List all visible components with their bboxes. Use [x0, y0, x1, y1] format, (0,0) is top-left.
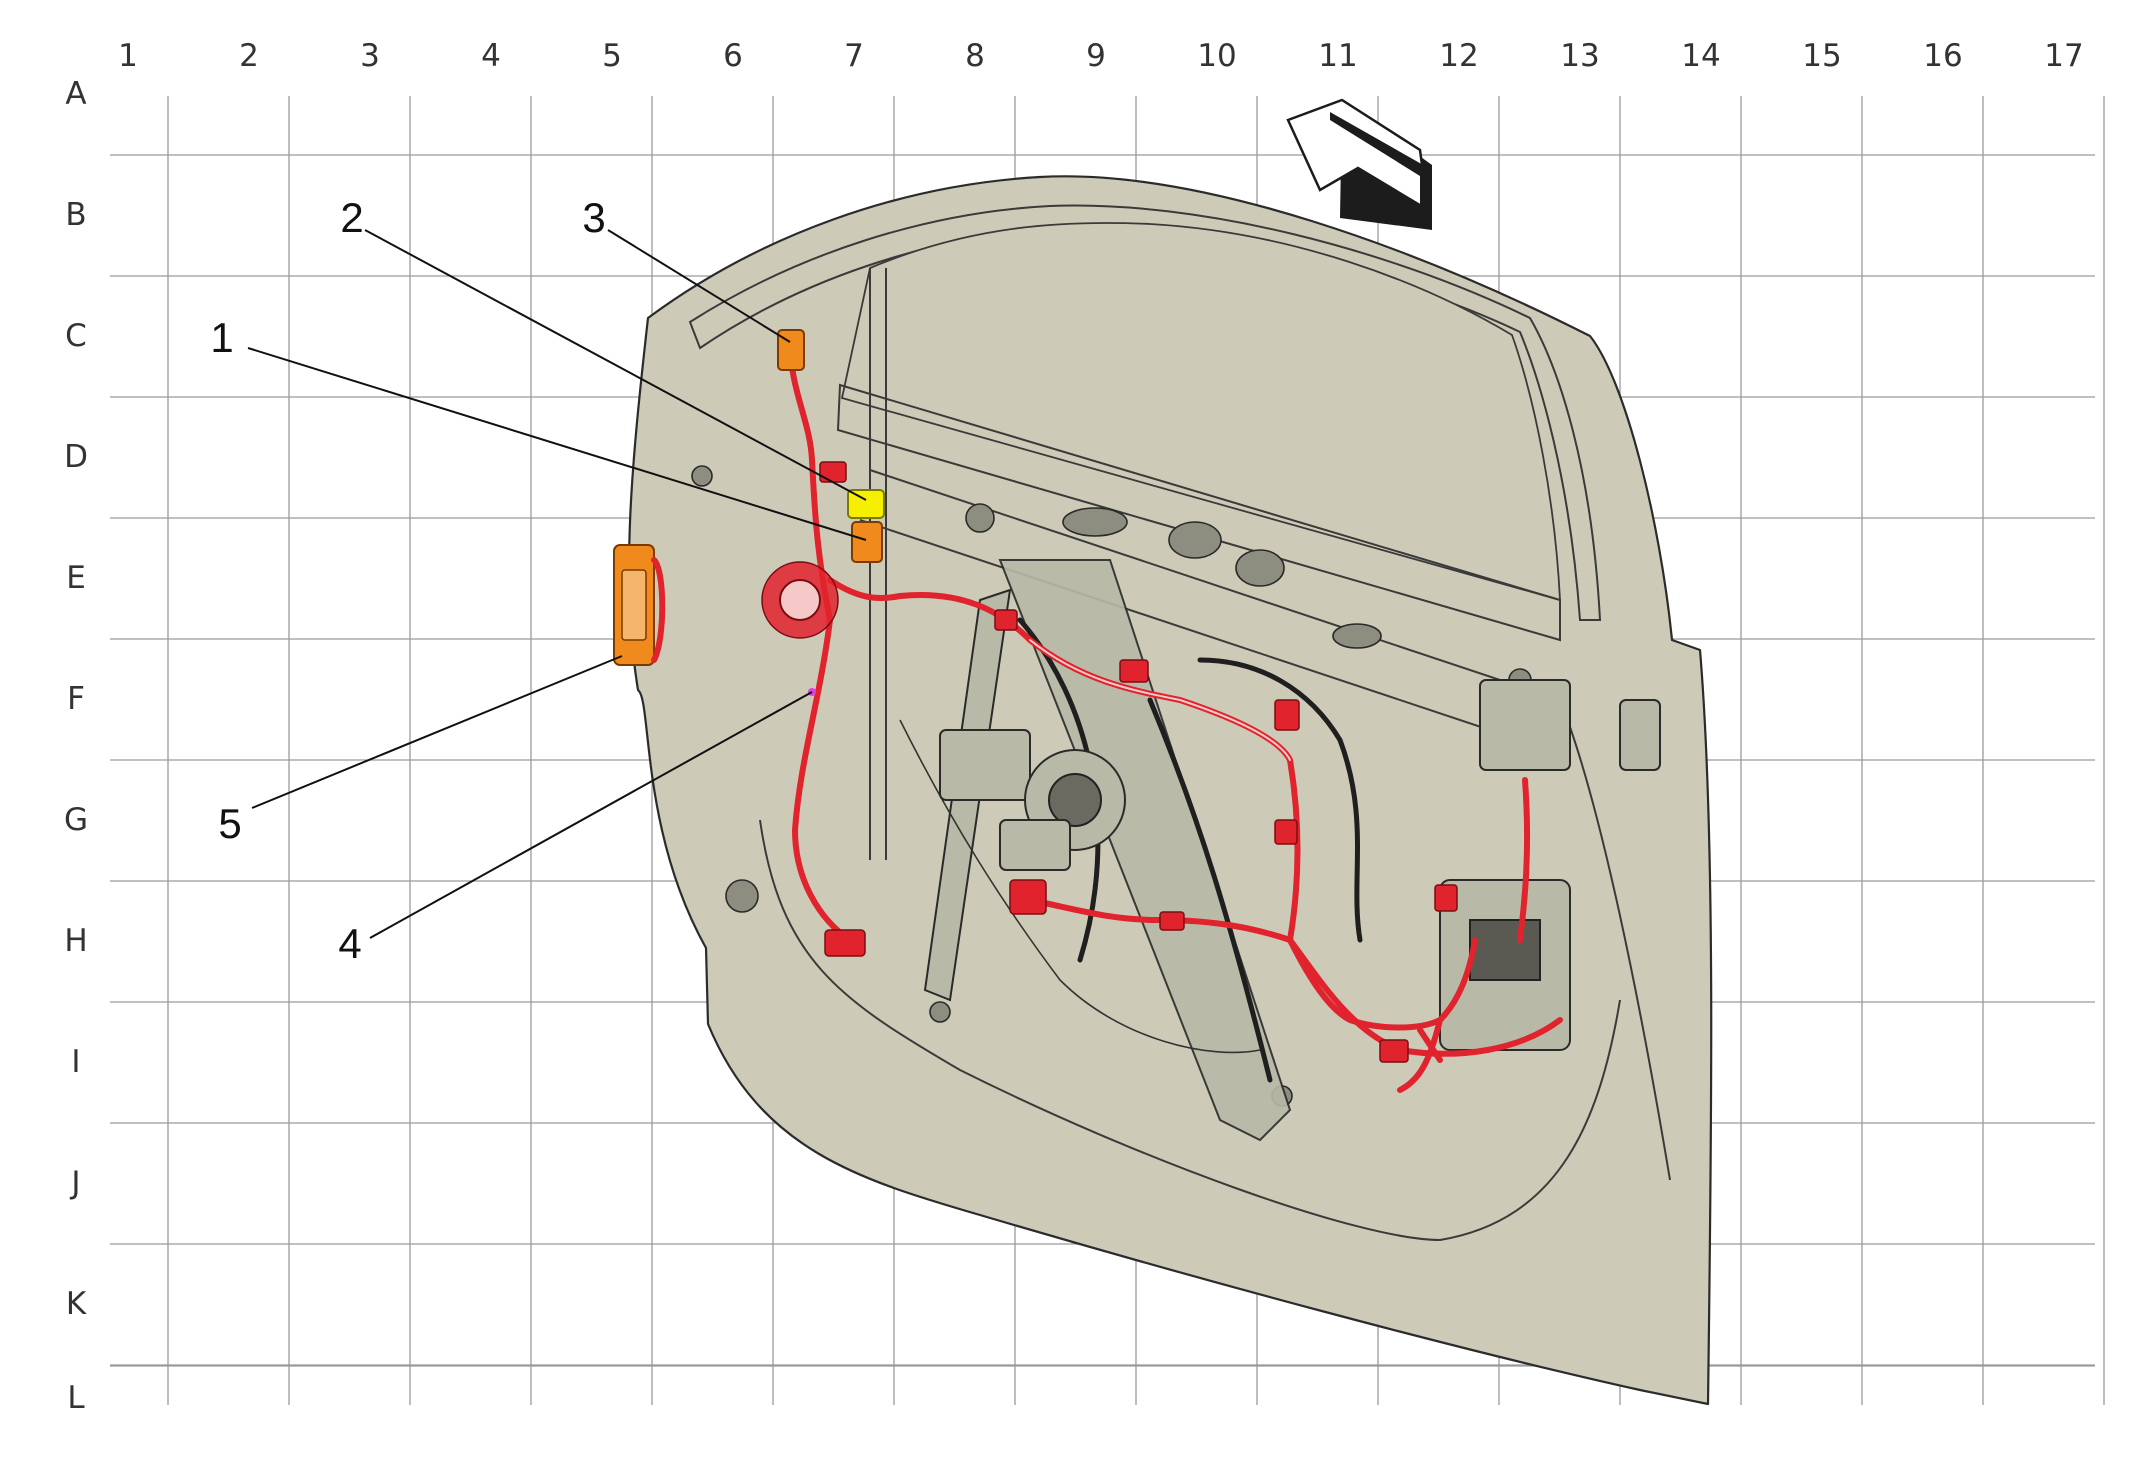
component-5-module: [613, 544, 666, 666]
row-labels: A B C D E F G H I J K L: [64, 76, 88, 1416]
row-label: G: [64, 802, 88, 838]
column-label: 11: [1318, 38, 1357, 74]
row-label: K: [66, 1286, 87, 1322]
callout-5: 5: [218, 800, 241, 847]
window-motor: [939, 729, 1126, 871]
row-label: E: [66, 560, 86, 596]
column-label: 13: [1560, 38, 1599, 74]
column-label: 3: [360, 38, 380, 74]
wiring-harness: [761, 337, 1563, 1093]
column-label: 16: [1923, 38, 1962, 74]
column-label: 15: [1802, 38, 1841, 74]
row-label: I: [71, 1044, 80, 1080]
column-label: 17: [2044, 38, 2083, 74]
column-label: 12: [1439, 38, 1478, 74]
component-2-connector: [847, 489, 885, 519]
column-label: 5: [602, 38, 622, 74]
row-label: H: [64, 923, 87, 959]
callout-2: 2: [340, 194, 363, 241]
column-label: 6: [723, 38, 743, 74]
row-label: J: [69, 1165, 80, 1201]
row-label: L: [67, 1380, 85, 1416]
door-latch-module: [1439, 679, 1661, 1051]
row-label: A: [65, 76, 86, 112]
column-label: 1: [118, 38, 138, 74]
row-label: C: [65, 318, 87, 354]
column-label: 7: [844, 38, 864, 74]
column-label: 14: [1681, 38, 1720, 74]
row-label: D: [64, 439, 88, 475]
callout-3: 3: [582, 194, 605, 241]
row-label: B: [65, 197, 86, 233]
callout-leaders: [247, 229, 867, 939]
column-label: 9: [1086, 38, 1106, 74]
column-label: 4: [481, 38, 501, 74]
column-label: 8: [965, 38, 985, 74]
callout-numbers: 1 2 3 4 5: [210, 194, 605, 967]
forward-direction-arrow-icon: [1286, 98, 1432, 230]
row-label: F: [67, 681, 85, 717]
component-3-connector: [777, 329, 805, 371]
column-label: 10: [1197, 38, 1236, 74]
column-label: 2: [239, 38, 259, 74]
component-1-connector: [851, 521, 883, 563]
callout-4: 4: [338, 920, 361, 967]
callout-1: 1: [210, 314, 233, 361]
